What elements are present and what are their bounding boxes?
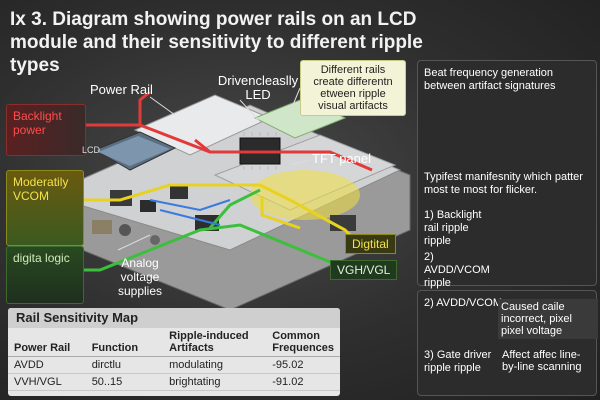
tft-panel-label: TFT panel <box>312 151 372 166</box>
table-row: AVDD dirctlu modulating -95.02 <box>8 356 340 374</box>
beat-frequency-panel: Beat frequency generation between artifa… <box>417 60 597 289</box>
ripple-callout: Different rails create differentn etween… <box>300 60 406 116</box>
analog-supplies-label: Analog voltage supplies <box>117 256 163 298</box>
table-header-cell: Ripple-induced Artifacts <box>163 328 267 357</box>
ripple-item-1-text: Backlight rail ripple ripple <box>424 209 482 247</box>
avdd-vcom-item-label: 2) AVDD/VCOM <box>424 297 503 309</box>
backlight-rail-lines <box>72 90 373 172</box>
digital-logic-label: digita logic <box>6 246 84 304</box>
rail-sensitivity-table: Power Rail Function Ripple-induced Artif… <box>8 328 340 391</box>
table-cell: AVDD <box>8 356 86 374</box>
table-cell: VVH/VGL <box>8 373 86 391</box>
ripple-item-2-text: AVDD/VCOM ripple <box>424 264 490 289</box>
rail-sensitivity-table-panel: Rail Sensitivity Map Power Rail Function… <box>8 308 340 396</box>
table-cell: -91.02 <box>266 373 340 391</box>
lcd-label: LCD <box>82 145 101 155</box>
table-cell: dirctlu <box>85 356 164 374</box>
digital-rail-tag: Digtital <box>345 234 396 254</box>
table-cell: modulating <box>163 356 267 374</box>
vcom-label: Moderatily VCOM <box>6 170 84 246</box>
vcom-glow <box>250 170 360 220</box>
artifact-types-panel: 2) AVDD/VCOM Caused caile incorrect, pix… <box>417 290 598 396</box>
table-cell: -95.02 <box>266 356 340 374</box>
table-header-cell: Common Frequences <box>266 328 340 357</box>
gate-driver-item-desc: Affect affec line-by-line scanning <box>502 349 582 373</box>
vcom-rail-lines <box>72 183 357 242</box>
ripple-item-1: 1) Backlight rail ripple ripple <box>424 209 496 248</box>
table-header-cell: Function <box>85 328 164 357</box>
ripple-item-1-num: 1) <box>424 209 434 221</box>
table-header-cell: Power Rail <box>8 328 86 357</box>
beat-frequency-heading: Beat frequency generation between artifa… <box>424 67 556 92</box>
backlight-power-label: Backlight power <box>6 104 86 156</box>
power-rail-label: Power Rail <box>90 82 153 97</box>
ripple-item-2-num: 2) <box>424 251 434 263</box>
avdd-vcom-item-desc: Caused caile incorrect, pixel pixel volt… <box>498 299 598 339</box>
vgh-vgl-tag: VGH/VGL <box>330 260 398 280</box>
figure-title: Ix 3. Diagram showing power rails on an … <box>10 9 423 76</box>
lcd-screen-glass <box>98 136 170 166</box>
gate-driver-item-label: 3) Gate driver ripple ripple <box>424 349 492 374</box>
table-row: VVH/VGL 50..15 brightating -91.02 <box>8 373 340 391</box>
table-cell: brightating <box>163 373 267 391</box>
flicker-subheading: Typifest manifesnity which patter most t… <box>424 171 583 196</box>
rail-sensitivity-table-title: Rail Sensitivity Map <box>8 308 340 328</box>
ripple-item-2: 2) AVDD/VCOM ripple <box>424 251 498 290</box>
table-header-row: Power Rail Function Ripple-induced Artif… <box>8 328 340 357</box>
table-cell: 50..15 <box>85 373 164 391</box>
gate-rail-lines <box>149 199 231 226</box>
driven-led-label: Drivencleaslly LED <box>217 73 299 102</box>
